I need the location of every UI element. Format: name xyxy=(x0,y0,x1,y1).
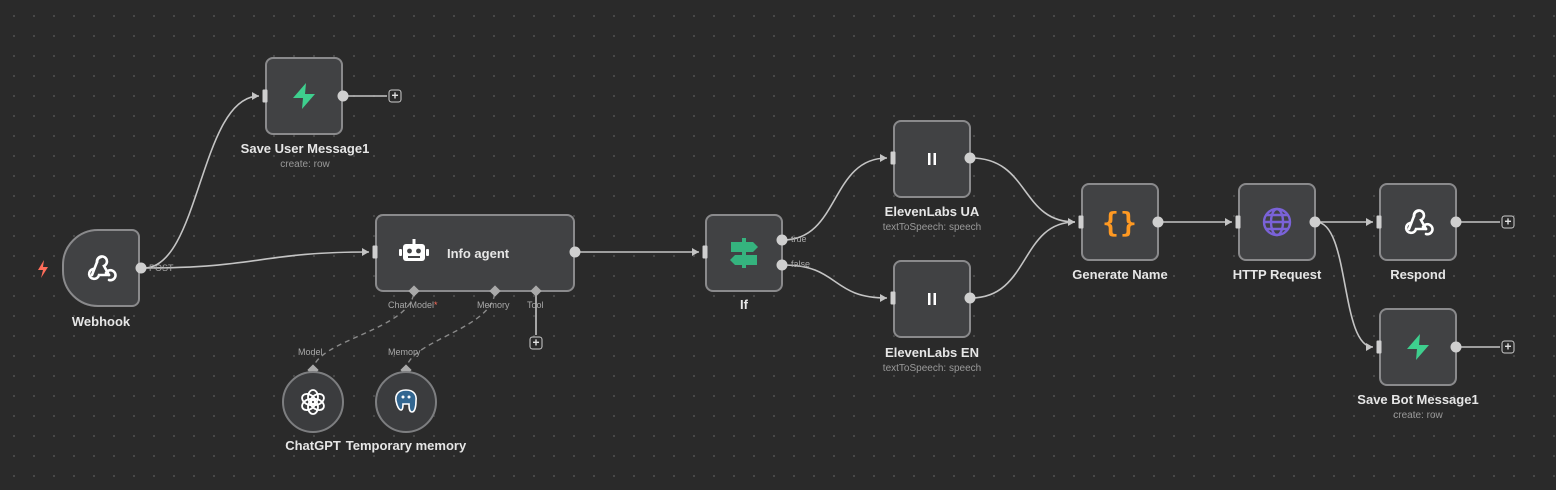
if-node[interactable] xyxy=(705,214,783,292)
save-bot-message-node[interactable] xyxy=(1379,308,1457,386)
save-user-message-node[interactable] xyxy=(265,57,343,135)
tool-add-button[interactable]: + xyxy=(529,336,543,350)
info-agent-output-port[interactable] xyxy=(569,246,581,258)
if-true-label: true xyxy=(791,234,807,244)
info-agent-node[interactable]: Info agent xyxy=(375,214,575,292)
webhook-icon xyxy=(85,253,117,283)
http-request-title: HTTP Request xyxy=(1232,267,1322,282)
if-false-label: false xyxy=(791,259,811,269)
if-false-port[interactable] xyxy=(776,259,788,271)
edge-if-false-eleven-en xyxy=(782,264,888,299)
supabase-icon xyxy=(1403,332,1433,362)
chatgpt-node[interactable] xyxy=(282,371,344,433)
if-input-port[interactable] xyxy=(702,245,708,259)
edge-eleven-en-generate xyxy=(970,221,1076,299)
save-bot-message-input-port[interactable] xyxy=(1376,340,1382,354)
generate-name-title: Generate Name xyxy=(1072,267,1168,282)
generate-name-node[interactable]: {} xyxy=(1081,183,1159,261)
respond-node[interactable] xyxy=(1379,183,1457,261)
robot-icon xyxy=(399,239,429,267)
elevenlabs-en-node[interactable] xyxy=(893,260,971,338)
save-bot-message-add-button[interactable]: + xyxy=(1501,340,1515,354)
pause-icon xyxy=(927,153,937,165)
save-user-message-input-port[interactable] xyxy=(262,89,268,103)
elevenlabs-en-subtitle: textToSpeech: speech xyxy=(882,363,982,374)
temp-memory-port-label: Memory xyxy=(388,347,421,357)
temp-memory-node[interactable] xyxy=(375,371,437,433)
temp-memory-title: Temporary memory xyxy=(345,438,467,453)
pause-icon xyxy=(927,293,937,305)
supabase-icon xyxy=(289,81,319,111)
save-bot-message-output-port[interactable] xyxy=(1450,341,1462,353)
respond-add-button[interactable]: + xyxy=(1501,215,1515,229)
http-request-output-port[interactable] xyxy=(1309,216,1321,228)
http-request-node[interactable] xyxy=(1238,183,1316,261)
openai-icon xyxy=(299,388,327,416)
save-user-message-output-port[interactable] xyxy=(337,90,349,102)
if-true-port[interactable] xyxy=(776,234,788,246)
signpost-icon xyxy=(727,236,761,270)
webhook-output-port[interactable] xyxy=(135,262,147,274)
edge-eleven-ua-generate xyxy=(970,157,1076,223)
info-agent-input-port[interactable] xyxy=(372,245,378,259)
save-user-message-title: Save User Message1 xyxy=(240,141,370,156)
webhook-icon xyxy=(1402,207,1434,237)
generate-name-output-port[interactable] xyxy=(1152,216,1164,228)
postgres-icon xyxy=(393,388,419,416)
respond-output-port[interactable] xyxy=(1450,216,1462,228)
elevenlabs-ua-subtitle: textToSpeech: speech xyxy=(882,222,982,233)
elevenlabs-ua-title: ElevenLabs UA xyxy=(884,204,980,219)
chatgpt-port-label: Model xyxy=(298,347,323,357)
globe-icon xyxy=(1261,206,1293,238)
webhook-title: Webhook xyxy=(71,314,131,329)
code-braces-icon: {} xyxy=(1102,205,1138,239)
edge-if-true-eleven-ua xyxy=(782,157,888,241)
elevenlabs-ua-node[interactable] xyxy=(893,120,971,198)
edge-http-save-bot xyxy=(1315,221,1374,348)
webhook-port-label: POST xyxy=(149,263,174,273)
elevenlabs-en-output-port[interactable] xyxy=(964,292,976,304)
trigger-bolt-icon xyxy=(36,259,50,279)
chat-model-port-label: Chat Model* xyxy=(388,300,438,310)
save-user-message-subtitle: create: row xyxy=(280,159,330,170)
save-bot-message-subtitle: create: row xyxy=(1393,410,1443,421)
save-user-message-add-button[interactable]: + xyxy=(388,89,402,103)
edge-webhook-save-user xyxy=(143,95,260,269)
http-request-input-port[interactable] xyxy=(1235,215,1241,229)
if-title: If xyxy=(740,297,748,312)
respond-input-port[interactable] xyxy=(1376,215,1382,229)
elevenlabs-ua-input-port[interactable] xyxy=(890,151,896,165)
generate-name-input-port[interactable] xyxy=(1078,215,1084,229)
memory-port-label: Memory xyxy=(477,300,510,310)
save-bot-message-title: Save Bot Message1 xyxy=(1357,392,1479,407)
elevenlabs-en-input-port[interactable] xyxy=(890,291,896,305)
info-agent-title: Info agent xyxy=(447,245,510,261)
edge-webhook-info-agent xyxy=(143,251,370,269)
chatgpt-title: ChatGPT xyxy=(285,438,341,453)
elevenlabs-ua-output-port[interactable] xyxy=(964,152,976,164)
webhook-node[interactable] xyxy=(62,229,140,307)
respond-title: Respond xyxy=(1390,267,1446,282)
tool-port-label: Tool xyxy=(527,300,544,310)
elevenlabs-en-title: ElevenLabs EN xyxy=(885,345,979,360)
